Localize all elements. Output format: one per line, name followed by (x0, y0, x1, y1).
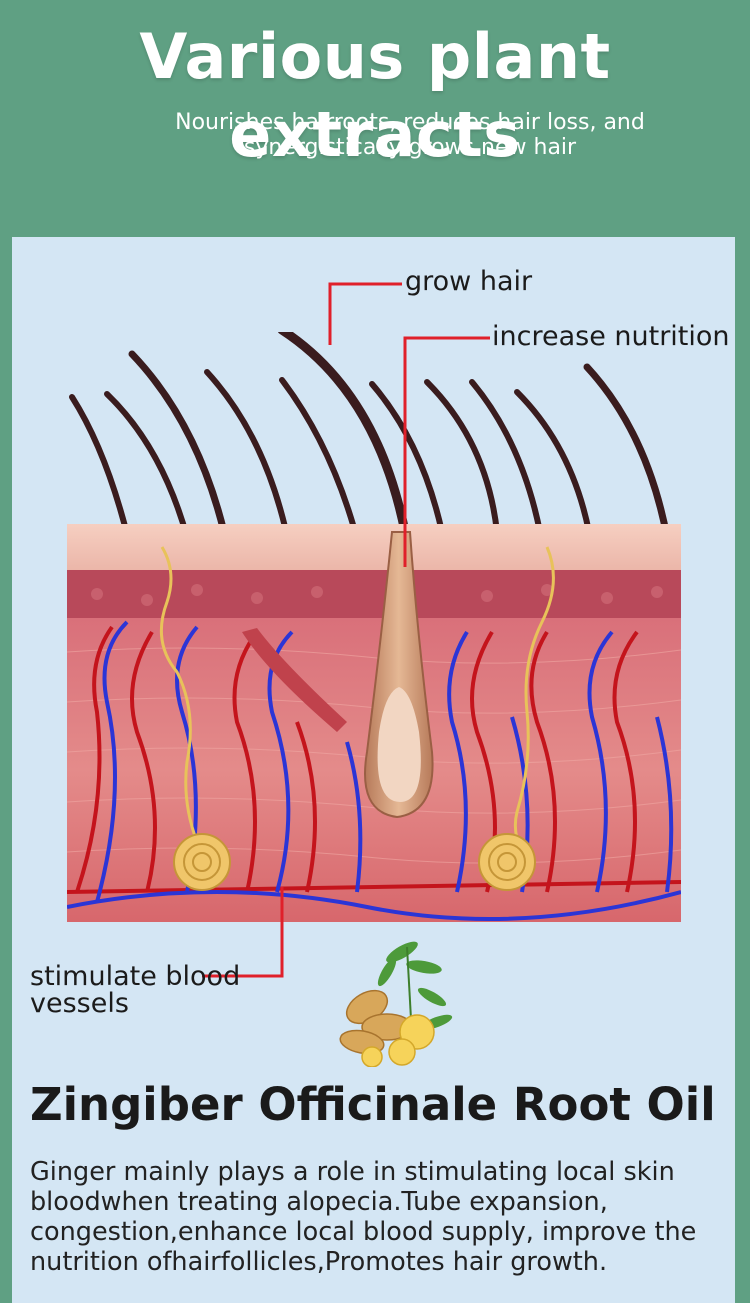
label-grow-hair: grow hair (405, 266, 533, 297)
label-increase-nutrition: increase nutrition (492, 321, 730, 352)
nerve-coil-right (478, 833, 536, 891)
info-panel: grow hair increase nutrition stimulate b… (12, 237, 735, 1303)
nerve-coil-left (173, 833, 231, 891)
ingredient-description: Ginger mainly plays a role in stimulatin… (30, 1157, 697, 1277)
label-stimulate-blood-vessels: stimulate blood vessels (30, 961, 241, 1019)
skin-cross-section-illustration (67, 332, 681, 922)
ingredient-name: Zingiber Officinale Root Oil (30, 1078, 716, 1131)
ginger-root-icon (339, 941, 453, 1067)
page-title: Various plant extracts (139, 20, 611, 171)
page-subtitle: Nourishes hairroots, reduces hair loss, … (175, 110, 645, 160)
hair-strands (69, 332, 671, 545)
label-leader-lines (202, 282, 490, 978)
